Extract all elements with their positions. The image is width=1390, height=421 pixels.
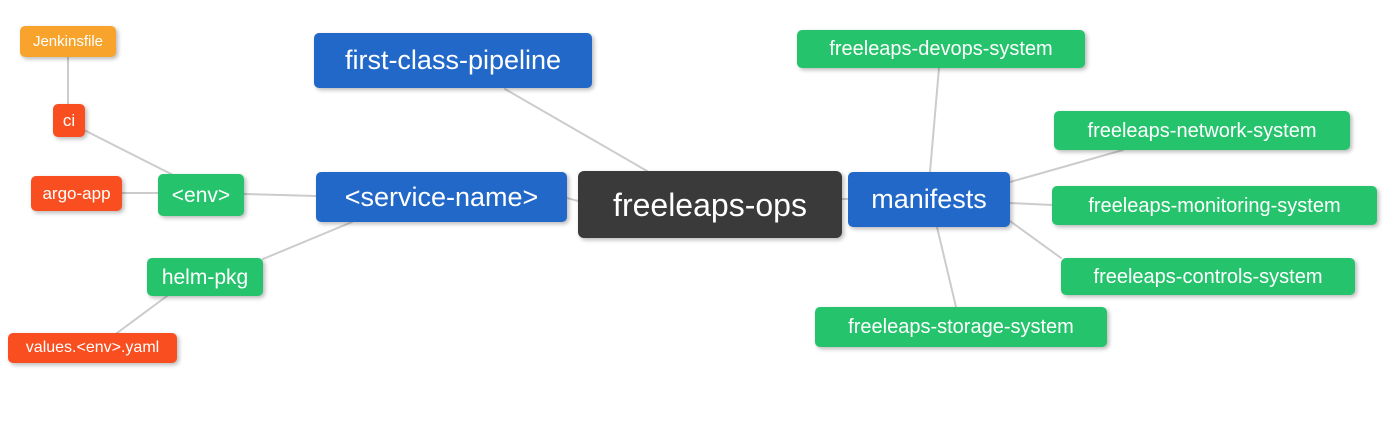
edge-manifests-monitoring-system xyxy=(1009,202,1053,206)
node-service-name[interactable]: <service-name> xyxy=(316,172,567,222)
node-env[interactable]: <env> xyxy=(158,174,244,216)
node-jenkinsfile[interactable]: Jenkinsfile xyxy=(20,26,116,57)
edge-manifests-controls-system xyxy=(1009,220,1062,259)
node-ci[interactable]: ci xyxy=(53,104,85,137)
node-freeleaps-ops-root[interactable]: freeleaps-ops xyxy=(578,171,842,238)
node-freeleaps-storage-system[interactable]: freeleaps-storage-system xyxy=(815,307,1107,347)
node-argo-app[interactable]: argo-app xyxy=(31,176,122,211)
node-freeleaps-monitoring-system[interactable]: freeleaps-monitoring-system xyxy=(1052,186,1377,225)
edge-first-class-pipeline-root xyxy=(504,88,648,172)
edge-manifests-storage-system xyxy=(936,226,957,308)
edge-manifests-network-system xyxy=(1009,149,1124,183)
node-helm-pkg[interactable]: helm-pkg xyxy=(147,258,263,296)
node-first-class-pipeline[interactable]: first-class-pipeline xyxy=(314,33,592,88)
node-freeleaps-controls-system[interactable]: freeleaps-controls-system xyxy=(1061,258,1355,295)
node-freeleaps-network-system[interactable]: freeleaps-network-system xyxy=(1054,111,1350,150)
edge-env-service-name xyxy=(243,193,317,197)
edge-service-name-root xyxy=(566,197,579,202)
edge-values-env-yaml-helm-pkg xyxy=(116,295,168,334)
edge-ci-env xyxy=(83,129,176,177)
node-manifests[interactable]: manifests xyxy=(848,172,1010,227)
node-values-env-yaml[interactable]: values.<env>.yaml xyxy=(8,333,177,363)
node-freeleaps-devops-system[interactable]: freeleaps-devops-system xyxy=(797,30,1085,68)
edge-manifests-devops-system xyxy=(929,67,940,173)
edge-helm-pkg-service-name xyxy=(262,221,353,260)
